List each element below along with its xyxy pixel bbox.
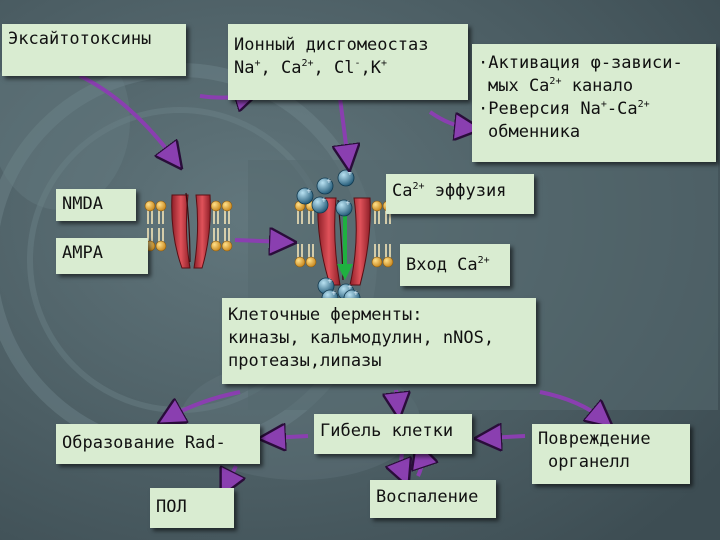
arrow-rad-to-pol — [226, 465, 236, 486]
nmda-label: NMDA — [62, 194, 103, 214]
lipid-head — [305, 256, 317, 268]
membrane-left — [144, 200, 233, 252]
excitotoxins-label: Эксайтотоксины — [8, 29, 152, 49]
lipid-head — [371, 256, 383, 268]
inflammation-box: Воспаление — [370, 480, 496, 518]
cell-death-label: Гибель клетки — [320, 421, 454, 441]
arrow-death-to-inflammation — [401, 451, 404, 476]
arrow-ion-to-activation — [428, 110, 470, 128]
calcium-ion — [296, 187, 314, 205]
ion-charge-mark: + — [306, 187, 312, 195]
ion-charge-mark: + — [345, 199, 351, 207]
calcium-efflux-label: Ca2+ эффузия — [392, 181, 507, 201]
ion-charge-mark: + — [326, 177, 332, 185]
arrow-ion-to-membrane — [340, 97, 348, 160]
arrow-enzymes-to-death — [396, 389, 398, 408]
activation-line-3: ·Реверсия Na+-Ca2+ — [478, 98, 650, 119]
lipid-head — [221, 240, 233, 252]
lipid-head — [155, 240, 167, 252]
ion-dyshomeostasis-title: Ионный дисгомеостаз — [234, 35, 429, 55]
ampa-label: AMPA — [62, 243, 103, 263]
pol-box: ПОЛ — [150, 488, 234, 528]
receptor-channel-left — [171, 192, 211, 269]
rad-formation-box: Образование Rad- — [56, 424, 260, 464]
ion-charge-mark: + — [321, 196, 327, 204]
rad-formation-label: Образование Rad- — [62, 433, 226, 453]
activation-line-1: ·Активация φ-зависи- — [478, 53, 683, 73]
activation-box: ·Активация φ-зависи- мых Ca2+ канало ·Ре… — [472, 44, 716, 162]
arrow-organelle-to-death — [486, 436, 526, 438]
excitotoxins-box: Эксайтотоксины — [2, 24, 186, 76]
cell-death-box: Гибель клетки — [314, 414, 472, 454]
enzymes-line-3: протеазы,липазы — [228, 350, 382, 371]
lipid-head — [221, 200, 233, 212]
ion-charge-mark: + — [347, 283, 353, 291]
arrow-inflammation-to-death — [418, 452, 422, 477]
lipid-head — [294, 256, 306, 268]
arrow-death-to-rad — [270, 436, 309, 438]
calcium-ion — [335, 199, 353, 217]
calcium-entry-label: Вход Ca2+ — [406, 255, 490, 275]
ion-charge-mark: + — [331, 289, 337, 297]
calcium-ions: +++++++++ — [296, 169, 361, 307]
lipid-head — [382, 256, 394, 268]
ion-charge-mark: + — [327, 277, 333, 285]
activation-line-2: мых Ca2+ канало — [488, 75, 634, 96]
ion-charge-mark: + — [347, 169, 353, 177]
organelle-damage-line-1: Повреждение — [538, 429, 651, 449]
organelle-damage-line-2: органелл — [548, 451, 630, 472]
cellular-enzymes-box: Клеточные ферменты: киназы, кальмодулин,… — [222, 298, 536, 384]
ampa-box: AMPA — [56, 238, 148, 274]
arrow-enzymes-to-rad — [168, 390, 241, 418]
calcium-entry-box: Вход Ca2+ — [400, 244, 510, 286]
enzymes-line-1: Клеточные ферменты: — [228, 305, 423, 325]
activation-line-4: обменника — [488, 121, 581, 142]
calcium-influx-arrow — [337, 215, 353, 280]
lipid-head — [155, 200, 167, 212]
enzymes-line-2: киназы, кальмодулин, nNOS, — [228, 327, 495, 348]
inflammation-label: Воспаление — [376, 487, 479, 507]
lipid-head — [144, 200, 156, 212]
nmda-box: NMDA — [56, 189, 136, 221]
arrow-enzymes-to-organelle — [539, 390, 604, 420]
calcium-efflux-box: Ca2+ эффузия — [386, 174, 534, 214]
calcium-ion — [311, 196, 329, 214]
lipid-head — [210, 200, 222, 212]
arrow-left-to-right-channel — [234, 240, 285, 242]
ion-dyshomeostasis-box: Ионный дисгомеостаз Na+, Ca2+, Cl-,K+ — [228, 24, 468, 100]
organelle-damage-box: Повреждение органелл — [532, 424, 690, 484]
lipid-head — [371, 200, 383, 212]
pol-label: ПОЛ — [156, 497, 187, 517]
ion-charge-mark: + — [353, 289, 359, 297]
lipid-head — [210, 240, 222, 252]
calcium-ion — [316, 177, 334, 195]
arrow-excitotoxins-to-membrane — [79, 74, 175, 160]
ion-list: Na+, Ca2+, Cl-,K+ — [234, 57, 388, 78]
